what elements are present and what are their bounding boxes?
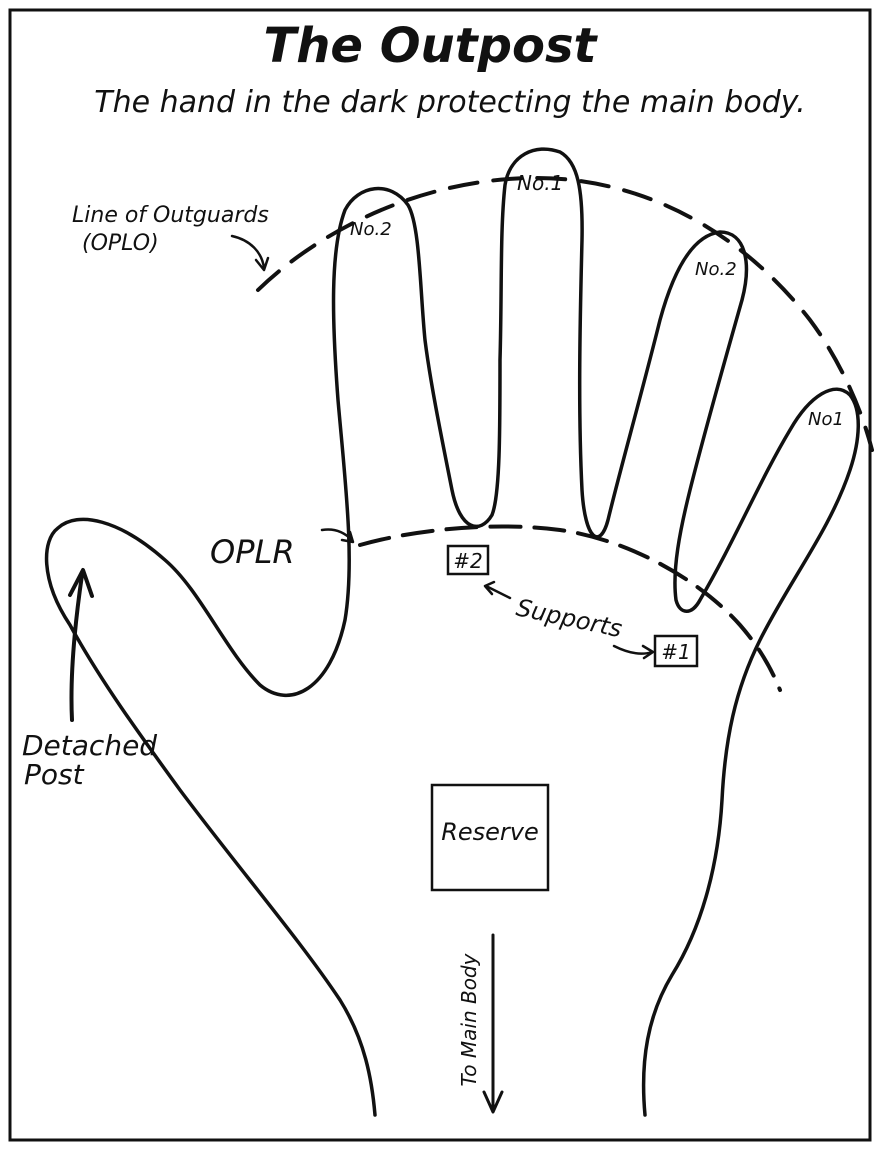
support-1-label: #1	[661, 640, 690, 664]
outguard-ring-label: No.2	[695, 259, 737, 280]
outguard-middle-label: No.1	[517, 171, 563, 195]
diagram-title: The Outpost	[264, 18, 599, 74]
main-body-label: To Main Body	[457, 952, 481, 1086]
outguard-little-label: No1	[808, 409, 844, 430]
reserve-label: Reserve	[441, 818, 539, 846]
detached-post-label-2: Post	[24, 758, 85, 791]
support-2-label: #2	[453, 549, 482, 573]
page-border	[10, 10, 870, 1140]
outguards-line-label: Line of Outguards	[72, 203, 269, 228]
outguards-line-abbrev: (OPLO)	[82, 231, 159, 256]
outguard-index-label: No.2	[350, 219, 392, 240]
detached-post-arrow	[71, 575, 82, 720]
supports-label: Supports	[514, 593, 625, 643]
diagram-subtitle: The hand in the dark protecting the main…	[94, 85, 805, 120]
hand-outline	[47, 149, 859, 1115]
oplr-label: OPLR	[210, 533, 295, 571]
